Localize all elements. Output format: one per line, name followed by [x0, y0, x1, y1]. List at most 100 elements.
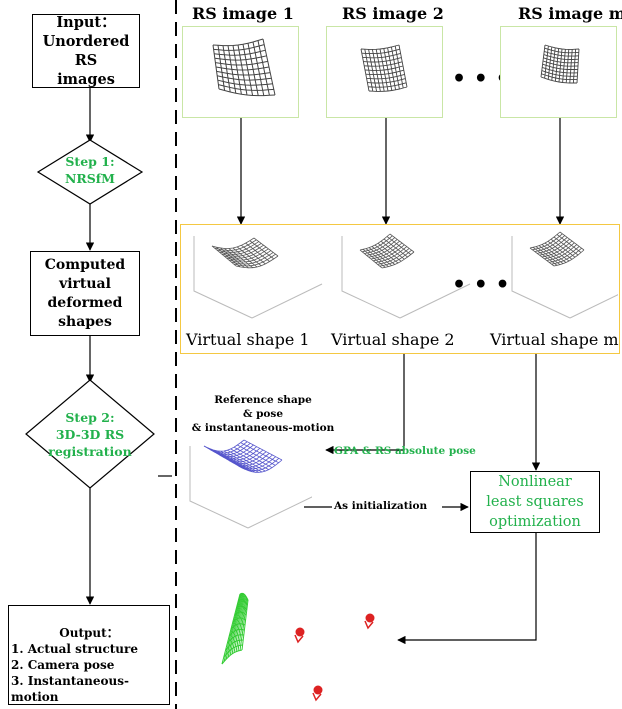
mesh-line [211, 237, 255, 249]
mesh-line [241, 599, 249, 651]
arrow-optimization-output [397, 532, 537, 645]
computed-shapes-box: Computed virtual deformed shapes [30, 251, 140, 336]
init-label: As initialization [334, 500, 428, 512]
mesh-line [542, 66, 578, 74]
mesh-line [216, 70, 271, 76]
mesh-line [245, 242, 270, 262]
mesh-line [542, 63, 578, 70]
mesh-line [232, 247, 258, 268]
mesh-line [559, 231, 585, 251]
mesh-line [572, 49, 577, 84]
mesh-line [236, 246, 262, 267]
optimization-box: Nonlinear least squares optimization [470, 471, 600, 533]
mesh-line [544, 44, 580, 50]
mesh-line [221, 649, 243, 665]
mesh-line [235, 255, 279, 269]
plot-axes [193, 236, 253, 319]
image-ellipsis: • • • [452, 66, 510, 92]
plot-axes [189, 446, 249, 529]
mesh-line [544, 242, 570, 262]
plot-axes [511, 236, 571, 319]
mesh-line [375, 246, 408, 263]
rs-image-m [500, 26, 617, 118]
mesh-line [576, 48, 580, 84]
camera-frustum [364, 620, 374, 630]
mesh-line [553, 249, 585, 267]
mesh-line [373, 244, 405, 262]
mesh-line [231, 252, 274, 265]
mesh-line [365, 69, 404, 76]
gpa-label: GPA & RS absolute pose [334, 445, 476, 457]
mesh-line [217, 75, 272, 81]
mesh-line [546, 244, 578, 261]
mesh-line [374, 244, 399, 264]
mesh-line [226, 248, 269, 261]
plot-axes [251, 283, 323, 319]
mesh-line [233, 594, 246, 653]
mesh-line [368, 82, 407, 88]
plot-axes [247, 496, 312, 529]
mesh-line [231, 593, 245, 655]
rs-image-1-label: RS image 1 [192, 4, 294, 23]
mesh-line [367, 78, 406, 84]
step2-label: Step 2: 3D-3D RS registration [48, 410, 132, 459]
camera-marker [295, 627, 305, 637]
mesh-line [558, 48, 563, 83]
mesh-line [377, 248, 410, 265]
camera-marker [365, 613, 375, 623]
mesh-line [237, 444, 276, 466]
mesh-line [383, 238, 408, 258]
mesh-line [366, 73, 405, 80]
virtual-shapes-plots [193, 231, 618, 319]
step2-diamond [25, 379, 155, 489]
mesh-line [228, 250, 272, 263]
mesh-line [386, 236, 412, 255]
mesh-line [235, 595, 247, 652]
mesh-line [237, 44, 248, 96]
output-item-3: 3. Instantaneous-motion [11, 674, 129, 704]
mesh-line [360, 44, 400, 50]
mesh-line [547, 240, 573, 260]
mesh-line [218, 84, 274, 91]
mesh-line [237, 596, 247, 652]
rs-image-2 [326, 26, 443, 118]
output-box: Output： 1. Actual structure 2. Camera po… [8, 605, 170, 705]
mesh-line [223, 644, 243, 658]
mesh-line [540, 76, 577, 84]
mesh-line [239, 598, 248, 651]
virtual-shape-1-label: Virtual shape 1 [186, 330, 310, 349]
mesh-line [238, 457, 280, 472]
plot-axes [399, 283, 471, 319]
mesh-line [387, 47, 397, 90]
mesh-line [225, 639, 244, 651]
camera-marker [313, 685, 323, 695]
reference-caption: Reference shape & pose & instantaneous-m… [191, 394, 335, 434]
mesh-line [390, 46, 400, 90]
mesh-line [262, 38, 276, 96]
mesh-line [553, 236, 579, 256]
mesh-line [381, 251, 415, 269]
output-item-2: 2. Camera pose [11, 658, 115, 672]
mesh-line [541, 70, 578, 77]
mesh-line [218, 88, 276, 97]
mesh-line [380, 240, 405, 260]
camera-frustum [294, 634, 304, 644]
mesh-image-m [540, 44, 580, 84]
mesh-line [217, 79, 273, 86]
mesh-line [379, 249, 412, 267]
reference-shape-plot [189, 439, 312, 529]
mesh-line [383, 48, 393, 91]
mesh-line [551, 247, 582, 265]
mesh-line [550, 238, 576, 258]
mesh-line [233, 253, 276, 267]
rs-image-1 [182, 26, 299, 118]
mesh-line [242, 44, 254, 96]
mesh-line [240, 442, 279, 464]
output-result-plot [221, 592, 375, 702]
arrow-gpa [325, 354, 405, 455]
mesh-line [227, 634, 244, 644]
camera-frustum [312, 692, 322, 702]
mesh-line [253, 237, 279, 257]
output-title: Output： [59, 626, 119, 640]
